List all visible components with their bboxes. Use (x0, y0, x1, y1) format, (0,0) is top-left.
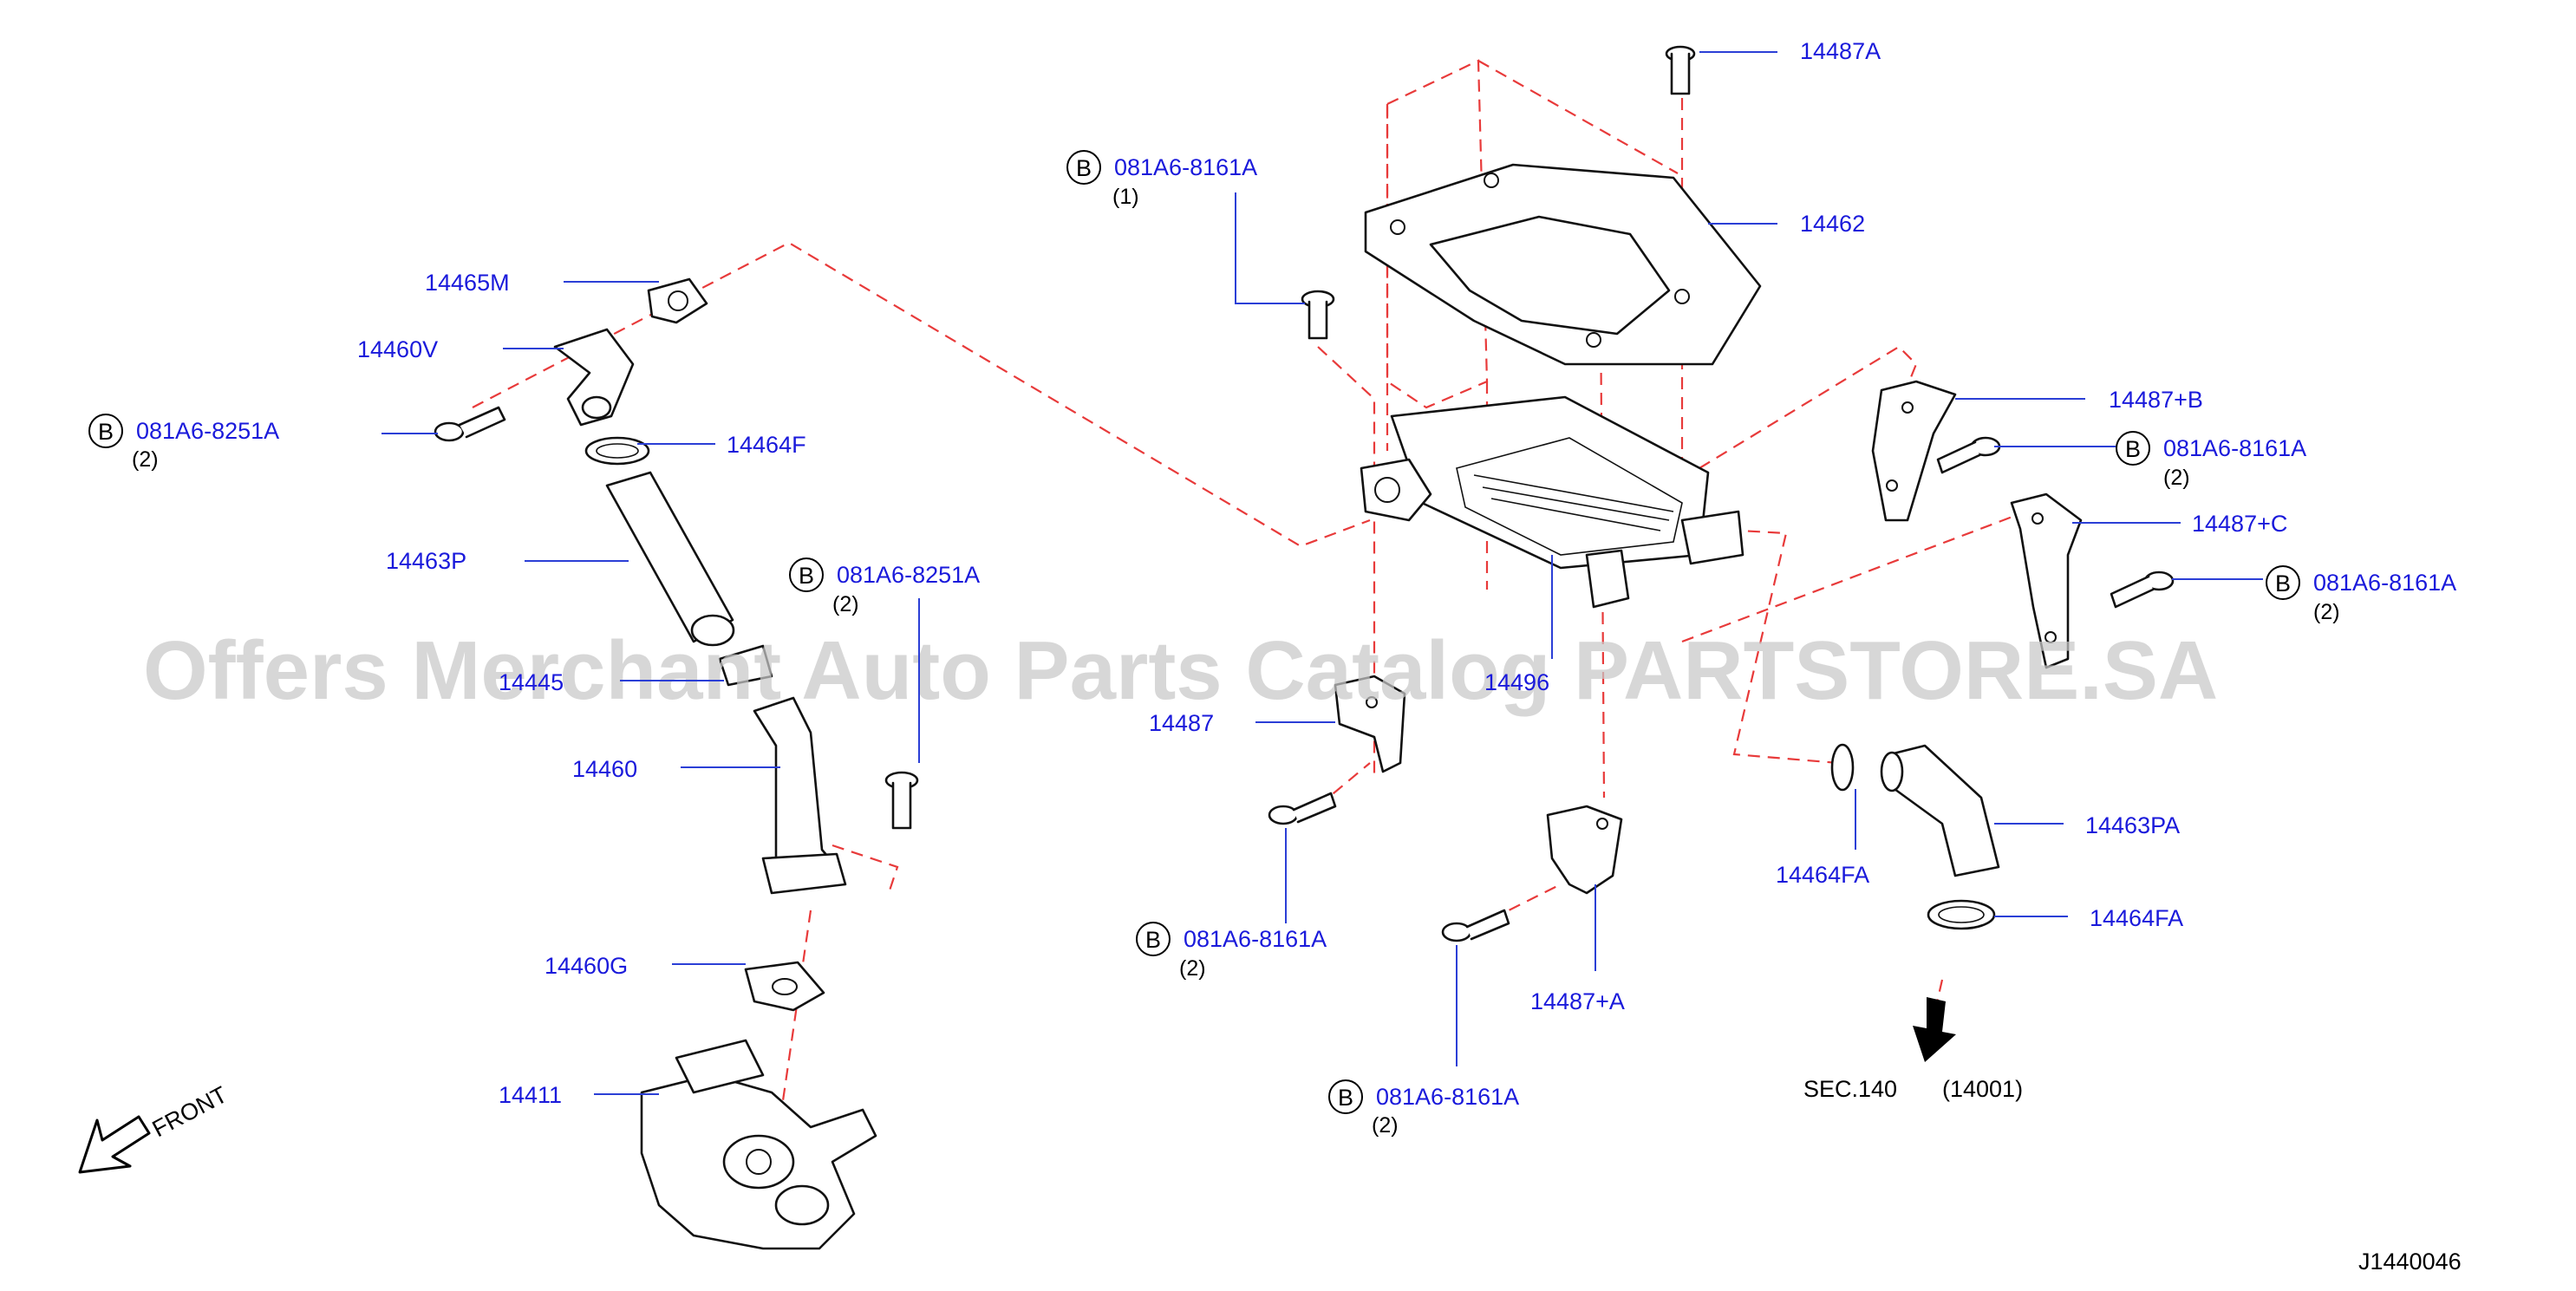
part-14460-pipe (753, 696, 847, 895)
label-14460G: 14460G (545, 953, 628, 979)
bolt-part-mid (884, 771, 919, 830)
label-14487: 14487 (1149, 710, 1214, 736)
part-14445-clamp (718, 644, 773, 687)
label-14487plusA: 14487+A (1530, 988, 1625, 1014)
section-sec: SEC.140 (1803, 1076, 1897, 1102)
bolt-part-bottom2 (1441, 909, 1510, 942)
part-14464FA-clamp-left (1830, 743, 1855, 792)
part-14464FA-clamp-right (1927, 899, 1996, 930)
bolt-part-top (1301, 290, 1335, 340)
bolt-qty: (2) (2163, 466, 2190, 490)
label-14462: 14462 (1800, 211, 1865, 237)
bolt-qty: (1) (1112, 185, 1139, 209)
label-14487C: 14487+C (2192, 511, 2287, 537)
label-14464FA-left: 14464FA (1776, 862, 1869, 888)
part-bracket-14487 (1334, 675, 1406, 773)
front-label: FRONT (148, 1081, 232, 1142)
label-14487A: 14487A (1800, 38, 1881, 64)
part-14465M-gasket (647, 277, 708, 324)
label-14463P: 14463P (386, 548, 466, 574)
bolt-code: 081A6-8251A (837, 562, 980, 588)
part-14411-turbocharger (640, 1039, 877, 1250)
part-14487A-bolt (1665, 45, 1696, 95)
part-bracket-14487plusA (1546, 805, 1623, 895)
bolt-callout-bottom1: B 081A6-8161A (2) (1136, 922, 1327, 981)
bolt-callout-left: B 081A6-8251A (2) (88, 414, 279, 472)
label-14464F: 14464F (727, 432, 806, 458)
part-14464F-clamp (584, 436, 650, 466)
bolt-qty: (2) (132, 447, 159, 472)
part-14463PA-hose (1880, 744, 2000, 877)
assembly-guide-lines (472, 59, 2038, 1119)
part-14462-heat-insulator (1364, 163, 1762, 366)
bolt-part-right2 (2110, 571, 2175, 609)
label-14460: 14460 (572, 756, 637, 782)
bolt-callout-right1: B 081A6-8161A (2) (2116, 431, 2306, 490)
bolt-qty: (2) (1179, 956, 1206, 981)
bolt-badge: B (2125, 436, 2141, 462)
label-14464FA-right: 14464FA (2090, 905, 2183, 931)
bolt-callout-right2: B 081A6-8161A (2) (2266, 565, 2456, 624)
bolt-code: 081A6-8161A (1376, 1084, 1519, 1110)
bolt-code: 081A6-8161A (2163, 435, 2306, 461)
label-14463PA: 14463PA (2085, 812, 2180, 838)
bolt-badge: B (1076, 155, 1092, 181)
part-14496-intercooler (1360, 395, 1745, 609)
front-indicator: FRONT (78, 1081, 232, 1174)
bolt-code: 081A6-8161A (1114, 154, 1257, 180)
bolt-part-bottom1 (1268, 792, 1337, 825)
label-14465M: 14465M (425, 270, 510, 296)
drawing-id: J1440046 (2358, 1249, 2462, 1275)
bolt-qty: (2) (1372, 1113, 1399, 1138)
label-14496: 14496 (1484, 669, 1549, 695)
bolt-part-right1 (1936, 436, 2001, 474)
front-arrow-icon (78, 1115, 151, 1174)
label-14411: 14411 (499, 1082, 562, 1108)
leader-lines (382, 51, 2263, 1095)
bolt-part-left (434, 406, 506, 442)
part-14460G-gasket (744, 961, 825, 1012)
bolt-badge: B (1145, 927, 1161, 953)
bolt-code: 081A6-8161A (1184, 926, 1327, 952)
part-bracket-14487C (2010, 492, 2083, 669)
bolt-callout-bottom2: B 081A6-8161A (2) (1328, 1079, 1519, 1138)
label-14487B: 14487+B (2109, 387, 2203, 413)
bolt-badge: B (1338, 1085, 1353, 1111)
label-14460V: 14460V (357, 336, 438, 362)
part-14463P-hose (605, 471, 735, 647)
bolt-badge: B (98, 419, 114, 445)
bolt-code: 081A6-8251A (136, 418, 279, 444)
bolt-callout-mid: B 081A6-8251A (2) (789, 557, 980, 616)
bolt-badge: B (799, 563, 814, 589)
bolt-qty: (2) (2313, 600, 2340, 624)
section-reference: SEC.140 (14001) (1803, 979, 2023, 1102)
bolt-callout-top: B 081A6-8161A (1) (1066, 150, 1257, 209)
section-code: (14001) (1942, 1076, 2023, 1102)
bolt-code: 081A6-8161A (2313, 570, 2456, 596)
part-bracket-14487B (1871, 380, 1957, 522)
label-14445: 14445 (499, 669, 564, 695)
bolt-badge: B (2275, 571, 2291, 597)
part-14460V-elbow (553, 328, 635, 427)
part-labels: 14487A 14462 14465M 14460V 14464F 14463P… (357, 38, 2287, 1108)
watermark-text: Offers Merchant Auto Parts Catalog PARTS… (143, 624, 2218, 717)
down-arrow-icon (1913, 997, 1956, 1062)
bolt-qty: (2) (832, 592, 859, 616)
